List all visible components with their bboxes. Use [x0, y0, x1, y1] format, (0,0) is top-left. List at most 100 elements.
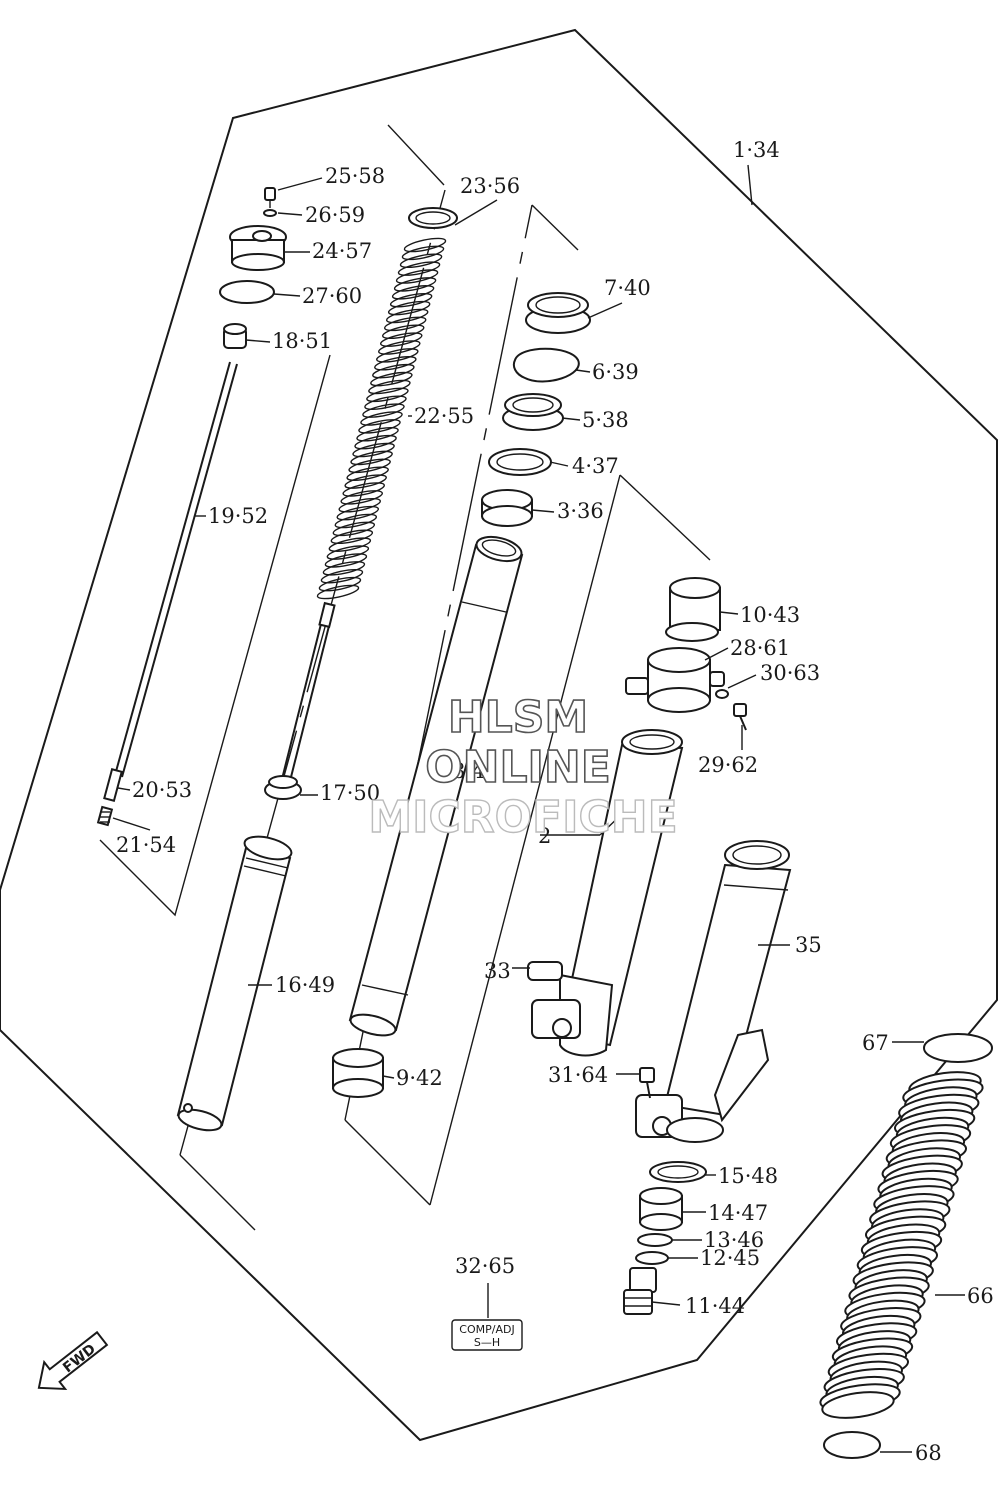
label-14-47: 14·47 — [708, 1201, 768, 1225]
spring-coil — [389, 292, 433, 308]
spring-coil — [366, 387, 409, 403]
spring-coil — [397, 261, 441, 276]
part-23-washer — [408, 207, 458, 229]
label-7-40: 7·40 — [604, 276, 651, 300]
spring-coil — [326, 545, 370, 560]
spring-coil — [344, 474, 387, 489]
label-8-41: 8·41 — [452, 759, 499, 783]
comp-adj-tag-line2: S—H — [474, 1336, 500, 1349]
part-15-washer — [649, 1161, 707, 1183]
part-4-washer — [488, 448, 552, 476]
bracket-inner-line-c — [344, 1119, 431, 1206]
spring-coil — [356, 427, 399, 442]
bracket-damper-rod — [99, 354, 331, 917]
label-12-45: 12·45 — [700, 1246, 760, 1270]
label-23-56: 23·56 — [460, 174, 520, 198]
spring-coil — [368, 379, 411, 395]
part-11-valve — [623, 1267, 657, 1315]
part-67-band — [923, 1033, 993, 1063]
part-35-outer-tube — [635, 840, 792, 1143]
spring-coil — [336, 505, 380, 521]
comp-adj-tag: COMP/ADJ S—H — [451, 1319, 523, 1351]
label-26-59: 26·59 — [305, 203, 365, 227]
spring-coil — [376, 348, 419, 363]
leader-lines — [112, 164, 965, 1453]
watermark-line2: ONLINE — [425, 742, 611, 793]
spring-coil — [364, 395, 407, 410]
bracket-inner-line-e — [531, 204, 579, 251]
label-20-53: 20·53 — [132, 778, 192, 802]
boot-fold — [821, 1391, 895, 1419]
part-22-spring — [316, 237, 447, 600]
spring-coil — [403, 237, 447, 253]
spring-coil — [380, 332, 423, 347]
spring-coil — [370, 371, 413, 387]
label-27-60: 27·60 — [302, 284, 362, 308]
bracket-inner-line-g — [619, 474, 711, 561]
part-26-oring — [263, 209, 277, 217]
spring-coil — [330, 529, 374, 545]
label-28-61: 28·61 — [730, 636, 790, 660]
label-10-43: 10·43 — [740, 603, 800, 627]
watermark: HLSM ONLINE MICROFICHE — [368, 691, 679, 844]
spring-coil — [352, 442, 395, 458]
label-16-49: 16·49 — [275, 973, 335, 997]
part-23-washer-inner — [415, 211, 451, 225]
spring-coil — [401, 245, 445, 261]
label-33: 33 — [484, 959, 511, 983]
label-67: 67 — [862, 1031, 889, 1055]
spring-coil — [342, 482, 385, 497]
spring-coil — [316, 584, 360, 600]
label-66: 66 — [967, 1284, 994, 1308]
comp-adj-tag-line1: COMP/ADJ — [459, 1323, 514, 1336]
label-29-62: 29·62 — [698, 753, 758, 777]
spring-coil — [340, 490, 383, 505]
spring-coil — [350, 450, 393, 466]
spring-coil — [387, 300, 431, 316]
label-17-50: 17·50 — [320, 781, 380, 805]
spring-coil — [399, 253, 443, 269]
label-15-48: 15·48 — [718, 1164, 778, 1188]
label-5-38: 5·38 — [582, 408, 629, 432]
spring-coil — [320, 568, 364, 584]
label-35: 35 — [795, 933, 822, 957]
part-29-bolt — [733, 703, 747, 731]
label-19-52: 19·52 — [208, 504, 268, 528]
bracket-spring-group — [387, 124, 445, 186]
label-68: 68 — [915, 1441, 942, 1465]
spring-coil — [318, 576, 362, 592]
spring-coil — [362, 403, 405, 418]
spring-coil — [348, 458, 391, 474]
label-4-37: 4·37 — [572, 454, 619, 478]
label-1-34: 1·34 — [733, 138, 780, 162]
part-19-rod — [114, 361, 238, 778]
label-3-36: 3·36 — [557, 499, 604, 523]
spring-coil — [374, 356, 417, 371]
spring-coil — [324, 553, 368, 568]
part-5-oil-seal — [502, 393, 564, 431]
part-9-bushing — [332, 1048, 384, 1098]
label-24-57: 24·57 — [312, 239, 372, 263]
part-31-bolt — [639, 1067, 655, 1099]
part-24-cap-bolt — [229, 225, 287, 271]
fwd-arrow: FWD — [37, 1330, 109, 1391]
label-9-42: 9·42 — [396, 1066, 443, 1090]
spring-coil — [395, 269, 439, 284]
part-68-band — [823, 1431, 881, 1459]
part-21-small-spring — [96, 805, 114, 827]
spring-coil — [332, 521, 376, 537]
watermark-line1: HLSM — [448, 692, 588, 743]
part-7-dust-seal — [525, 292, 591, 334]
part-27-oring — [219, 280, 275, 304]
label-18-51: 18·51 — [272, 329, 332, 353]
label-11-44: 11·44 — [685, 1294, 745, 1318]
part-8-inner-tube — [348, 535, 524, 1037]
spring-coil — [383, 316, 427, 332]
part-20-pin — [103, 767, 123, 803]
label-13-46: 13·46 — [704, 1228, 764, 1252]
spring-coil — [385, 308, 429, 324]
part-16-cylinder — [176, 835, 293, 1132]
label-6-39: 6·39 — [592, 360, 639, 384]
spring-coil — [354, 434, 397, 450]
part-10-sleeve — [665, 577, 721, 642]
